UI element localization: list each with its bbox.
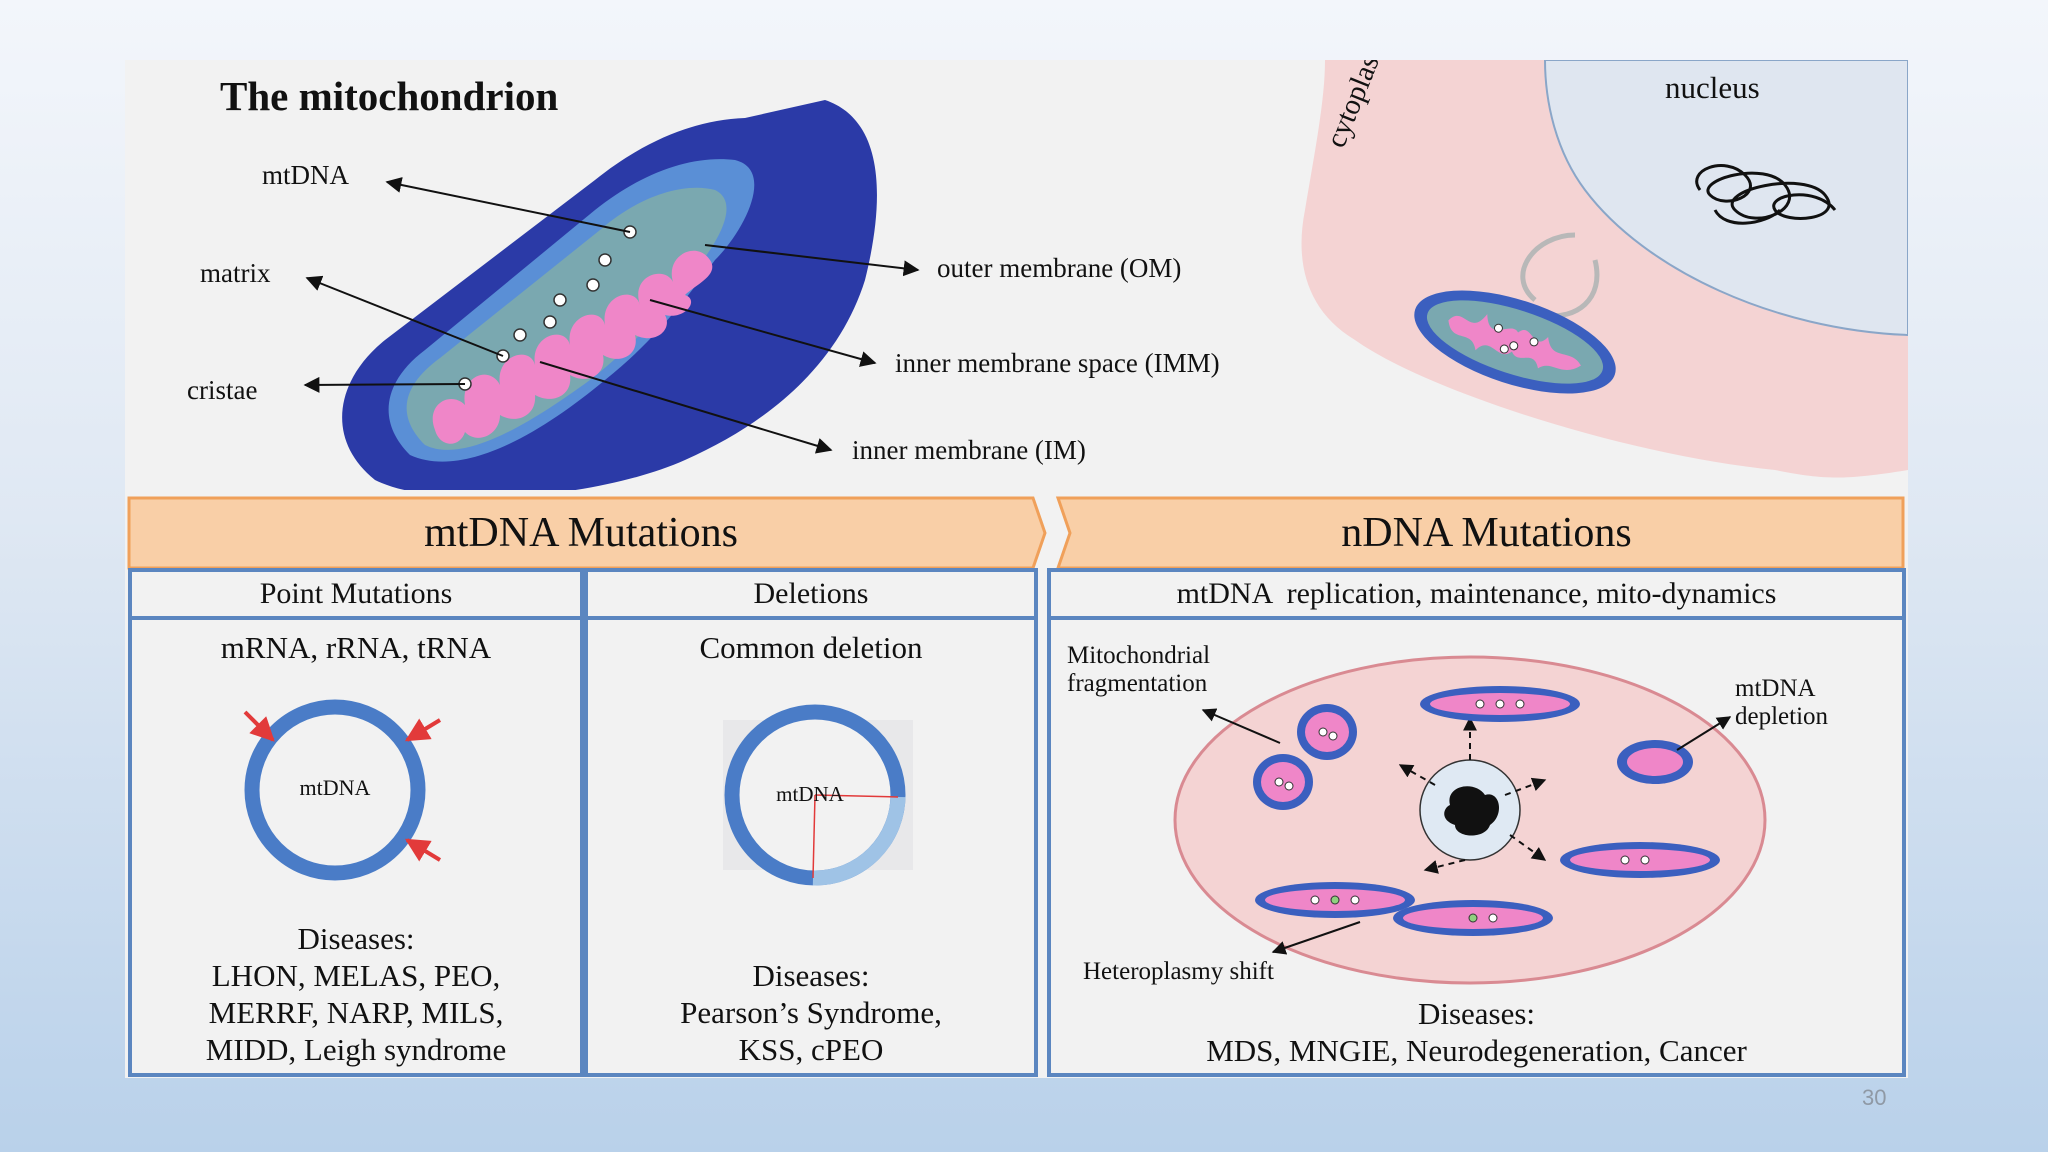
panel-ndna-header-frame bbox=[1047, 568, 1906, 620]
mutation-panels-graphics bbox=[127, 496, 1906, 1077]
panel-deletions-header-frame bbox=[584, 568, 1038, 620]
slide: The mitochondrion mtDNA matrix cristae o… bbox=[125, 60, 1908, 1078]
nucleus-region bbox=[1543, 60, 1908, 337]
ndna-disease-line: MDS, MNGIE, Neurodegeneration, Cancer bbox=[1206, 1033, 1747, 1068]
ndna-mito-6 bbox=[1255, 882, 1415, 918]
label-cristae: cristae bbox=[187, 375, 258, 405]
label-nucleus: nucleus bbox=[1665, 70, 1760, 105]
panel-ndna-header: mtDNA replication, maintenance, mito-dyn… bbox=[1176, 577, 1777, 610]
label-matrix: matrix bbox=[200, 258, 271, 288]
point-diseases-label: Diseases: bbox=[297, 921, 415, 956]
deletions-subtitle: Common deletion bbox=[699, 630, 923, 665]
panel-deletions-header: Deletions bbox=[753, 577, 869, 610]
ndna-mito-5 bbox=[1560, 842, 1720, 878]
ndna-mito-4 bbox=[1617, 740, 1693, 784]
deletions-disease-line: Pearson’s Syndrome, bbox=[680, 995, 942, 1030]
deletions-circle-label: mtDNA bbox=[776, 782, 844, 806]
deletions-diseases: Diseases: Pearson’s Syndrome, KSS, cPEO bbox=[586, 957, 1036, 1068]
mtdna-dots bbox=[458, 225, 637, 391]
ndna-mito-7 bbox=[1393, 900, 1553, 936]
diagram-title: The mitochondrion bbox=[220, 73, 559, 119]
point-circle-label: mtDNA bbox=[299, 775, 371, 800]
deletions-disease-line: KSS, cPEO bbox=[738, 1032, 884, 1067]
ndna-frag-label: Mitochondrial fragmentation bbox=[1067, 642, 1211, 697]
point-disease-line: LHON, MELAS, PEO, bbox=[211, 958, 501, 993]
ndna-diseases: Diseases: MDS, MNGIE, Neurodegeneration,… bbox=[1049, 995, 1904, 1069]
ndna-mito-2 bbox=[1297, 704, 1357, 760]
ndna-mito-3 bbox=[1253, 754, 1313, 810]
panel-point-header-frame bbox=[128, 568, 584, 620]
label-arrows bbox=[303, 177, 920, 454]
banner-mtdna-mutations: mtDNA Mutations bbox=[424, 510, 738, 556]
label-mtdna: mtDNA bbox=[262, 160, 349, 190]
label-inner-membrane: inner membrane (IM) bbox=[852, 435, 1086, 465]
deletion-plasmid bbox=[723, 704, 913, 886]
ndna-depletion-label: mtDNA depletion bbox=[1735, 675, 1829, 730]
point-mutation-plasmid bbox=[243, 699, 442, 881]
banner-left-shape bbox=[127, 496, 1047, 570]
big-mitochondrion bbox=[342, 100, 877, 490]
cristae-folds bbox=[432, 250, 713, 444]
chromatin-scribble bbox=[1695, 164, 1837, 225]
ndna-heteroplasmy-label: Heteroplasmy shift bbox=[1083, 958, 1274, 985]
ndna-cell bbox=[1173, 655, 1767, 985]
label-outer-membrane: outer membrane (OM) bbox=[937, 253, 1182, 283]
point-disease-line: MERRF, NARP, MILS, bbox=[208, 995, 504, 1030]
ndna-diseases-label: Diseases: bbox=[1417, 996, 1536, 1031]
ndna-mito-1 bbox=[1420, 686, 1580, 722]
point-diseases: Diseases: LHON, MELAS, PEO, MERRF, NARP,… bbox=[130, 920, 582, 1068]
mitochondrion-illustration bbox=[303, 60, 1908, 490]
label-inner-membrane-space: inner membrane space (IMM) bbox=[895, 348, 1220, 378]
deletions-diseases-label: Diseases: bbox=[752, 958, 870, 993]
cell-mitochondrion bbox=[1414, 290, 1616, 394]
banner-ndna-mutations: nDNA Mutations bbox=[1341, 510, 1632, 556]
page-number: 30 bbox=[1862, 1085, 1887, 1110]
point-subtitle: mRNA, rRNA, tRNA bbox=[220, 630, 492, 665]
point-disease-line: MIDD, Leigh syndrome bbox=[205, 1032, 507, 1067]
cell-illustration bbox=[1301, 60, 1908, 478]
panel-point-header: Point Mutations bbox=[259, 577, 453, 610]
